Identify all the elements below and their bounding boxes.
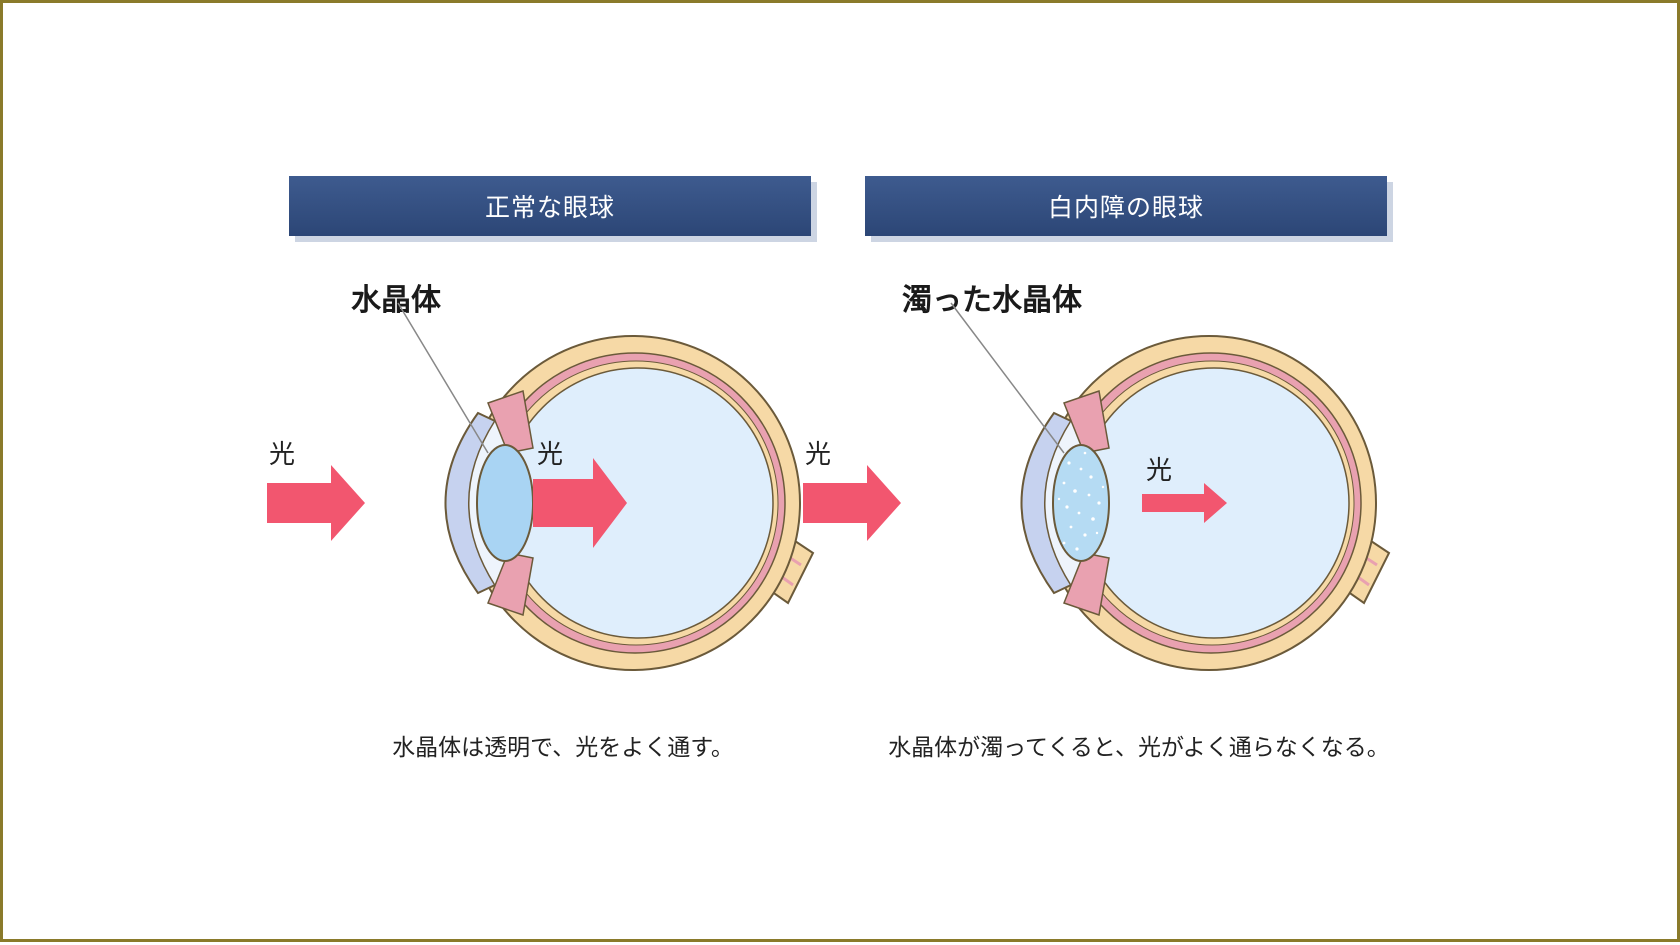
crystalline-lens — [476, 444, 534, 562]
iris-top — [1063, 390, 1110, 454]
light-arrow-outside — [803, 465, 901, 541]
normal-eye-panel: 正常な眼球 水晶体 光 — [267, 3, 843, 945]
cloudy-lens-callout-label: 濁った水晶体 — [902, 283, 1082, 318]
light-arrow-outside — [267, 465, 365, 541]
cloudy-lens — [1052, 444, 1110, 562]
iris-top — [487, 390, 534, 454]
light-label-outside: 光 — [269, 440, 295, 470]
lens-opacity-speckles — [1057, 451, 1105, 551]
weak-light-arrow-inside — [1142, 483, 1227, 523]
light-label-outside: 光 — [805, 440, 831, 470]
light-label-inside: 光 — [537, 440, 563, 470]
lens-callout-label: 水晶体 — [351, 283, 441, 318]
iris-bottom — [487, 552, 534, 616]
cataract-eye-illustration: 光 光 — [803, 302, 1391, 671]
normal-eye-caption: 水晶体は透明で、光をよく通す。 — [392, 735, 734, 761]
light-arrow-inside — [533, 458, 627, 548]
light-label-inside: 光 — [1146, 456, 1172, 486]
normal-eye-header: 正常な眼球 — [289, 176, 811, 236]
iris-bottom — [1063, 552, 1110, 616]
cataract-eye-header: 白内障の眼球 — [865, 176, 1387, 236]
cataract-eye-caption: 水晶体が濁ってくると、光がよく通らなくなる。 — [888, 735, 1390, 761]
cataract-eye-panel: 白内障の眼球 濁った水晶体 — [803, 3, 1419, 945]
normal-eye-illustration: 光 光 — [267, 302, 815, 671]
